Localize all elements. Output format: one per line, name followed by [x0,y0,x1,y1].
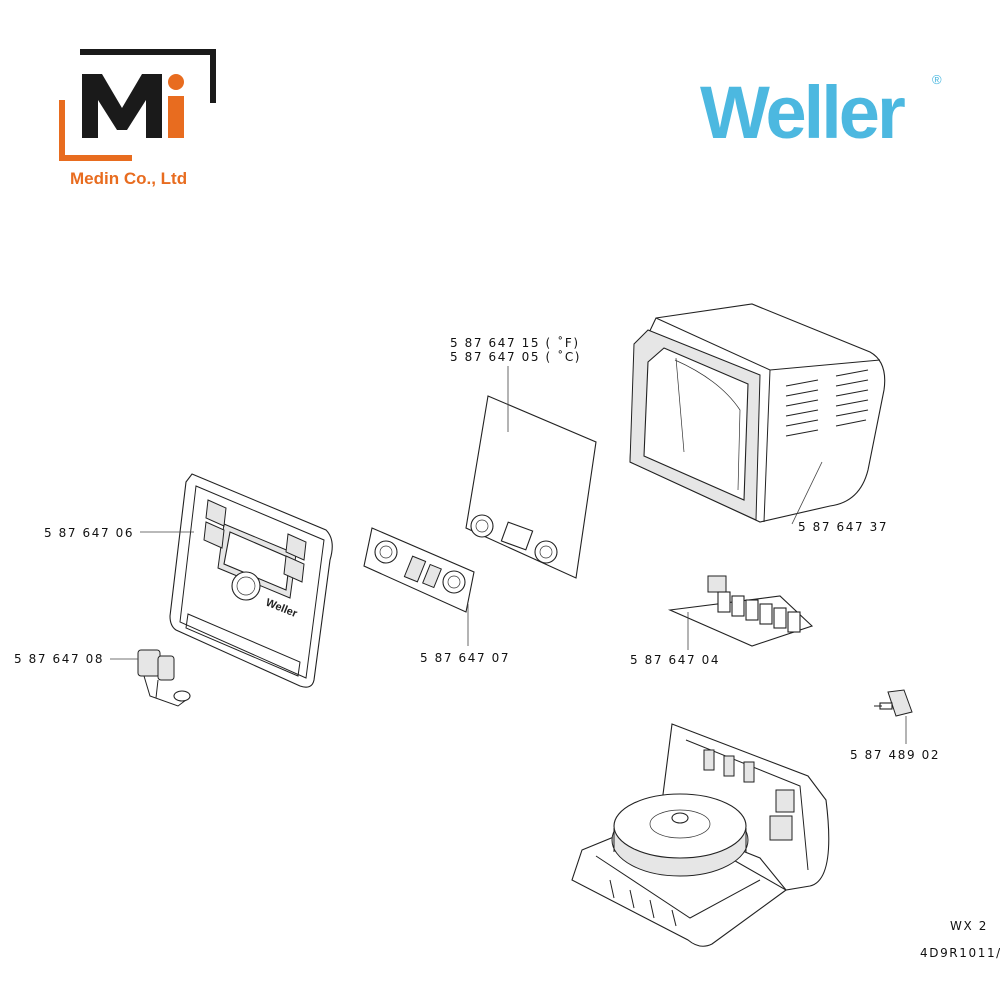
part-number-label-c: 5 87 647 05 ( ˚C) [450,349,581,364]
part-number-label: 5 87 647 04 [630,653,720,667]
base-transformer-part [571,723,830,947]
drawing-code: 4D9R1011/3 [920,946,1000,960]
company-logo: Medin Co., Ltd [59,49,216,188]
pcb-display-part: 5 87 647 15 ( ˚F) 5 87 647 05 ( ˚C) [450,335,597,579]
socket-plate-part: 5 87 647 07 [363,527,510,665]
company-name: Medin Co., Ltd [70,169,187,188]
switch-part: 5 87 647 08 [14,649,191,707]
registered-mark: ® [932,72,942,87]
part-number-label: 5 87 647 06 [44,526,134,540]
part-number-label: 5 87 647 07 [420,651,510,665]
part-number-label: 5 87 647 08 [14,652,104,666]
fuse-holder-part: 5 87 489 02 [850,689,940,762]
part-number-label: 5 87 647 37 [798,520,888,534]
vent-slots [785,369,869,437]
part-number-label-f: 5 87 647 15 ( ˚F) [450,335,580,350]
part-number-label: 5 87 489 02 [850,748,940,762]
brand-wordmark: Weller [700,71,905,154]
housing-cover-part: 5 87 647 37 [629,303,888,534]
power-board-part: 5 87 647 04 [630,575,814,667]
model-label: WX 2 [950,919,988,933]
brand-logo: Weller ® [700,71,942,154]
front-panel-part: Weller 5 87 647 06 [44,473,333,688]
